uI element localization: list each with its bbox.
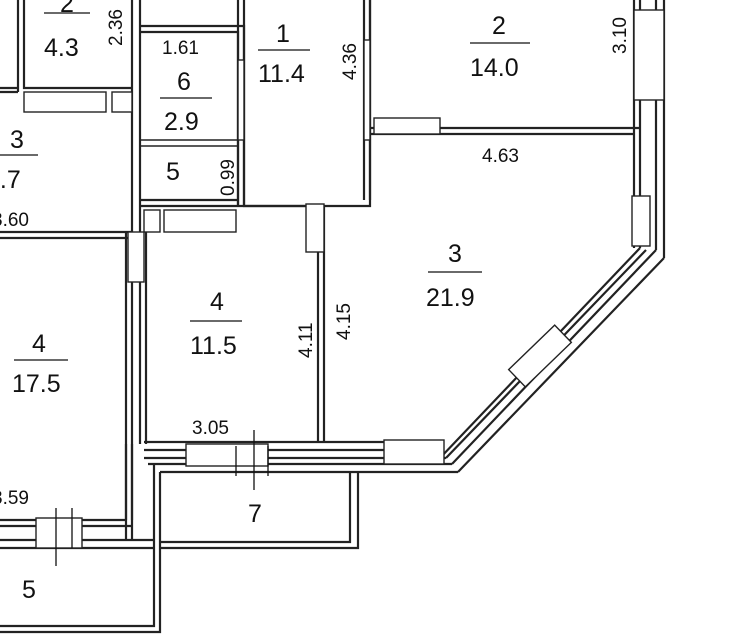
dim-0-99: 0.99	[218, 159, 239, 196]
dim-1-61: 1.61	[162, 38, 199, 59]
dimension-labels: 2.36 1.61 4.36 3.10 0.99 4.63 3.60 4.11 …	[0, 9, 631, 509]
dim-3-59: 3.59	[0, 488, 29, 509]
room-1-number: 1	[276, 20, 290, 48]
dim-3-05: 3.05	[192, 418, 229, 439]
room-2-top-left-number: 2	[60, 0, 74, 18]
room-2-top-right-number: 2	[492, 12, 506, 40]
windows	[23, 9, 665, 549]
dim-3-60: 3.60	[0, 210, 29, 231]
room-labels: 2 4.3 6 2.9 1 11.4 2 14.0 3 7.7 5 3 21.9…	[0, 0, 519, 604]
dimension-markers	[55, 430, 269, 566]
room-4-left-area: 17.5	[12, 370, 61, 398]
balcony-5-number: 5	[22, 576, 36, 604]
room-6-number: 6	[177, 68, 191, 96]
balcony-7-number: 7	[248, 500, 262, 528]
room-2-top-right-area: 14.0	[470, 54, 519, 82]
room-3-main-area: 21.9	[426, 284, 475, 312]
room-4-middle-area: 11.5	[190, 332, 237, 360]
room-1-area: 11.4	[258, 60, 305, 88]
room-3-left-area: 7.7	[0, 166, 21, 194]
fraction-bars	[0, 12, 530, 361]
room-6-area: 2.9	[164, 108, 199, 136]
room-4-middle-number: 4	[210, 288, 224, 316]
room-5-small-number: 5	[166, 158, 180, 186]
dim-4-36: 4.36	[340, 43, 361, 80]
room-2-top-left-area: 4.3	[44, 34, 79, 62]
room-3-main-number: 3	[448, 240, 462, 268]
walls	[0, 0, 666, 634]
dim-2-36: 2.36	[106, 9, 127, 46]
dim-4-15: 4.15	[334, 303, 355, 340]
dim-3-10: 3.10	[610, 17, 631, 54]
room-4-left-number: 4	[32, 330, 46, 358]
room-3-left-number: 3	[10, 126, 24, 154]
dim-4-11: 4.11	[296, 322, 317, 358]
dim-4-63: 4.63	[482, 146, 519, 167]
